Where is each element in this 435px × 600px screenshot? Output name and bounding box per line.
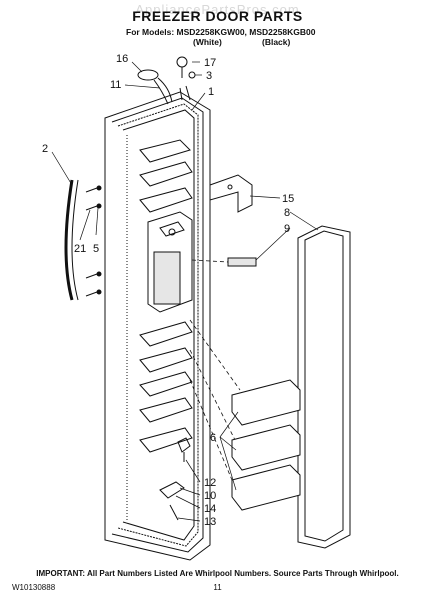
callout-10: 10 (204, 490, 216, 502)
variant-black-label: (Black) (262, 37, 291, 47)
callout-6: 6 (210, 432, 216, 444)
trim-strip (227, 257, 257, 267)
page-number: 11 (213, 583, 222, 592)
footer-note: IMPORTANT: All Part Numbers Listed Are W… (36, 569, 399, 578)
callout-5: 5 (93, 243, 99, 255)
callout-21: 21 (74, 243, 86, 255)
door-inner-shelves (139, 139, 193, 453)
hinge-parts (159, 437, 191, 521)
variant-white-label: (White) (193, 37, 222, 47)
door-gasket (297, 225, 351, 549)
callout-8: 8 (284, 207, 290, 219)
callout-13: 13 (204, 516, 216, 528)
callout-3: 3 (206, 70, 212, 82)
callout-16: 16 (116, 53, 128, 65)
door-frame (104, 91, 211, 561)
callout-9: 9 (284, 223, 290, 235)
callout-11: 11 (110, 79, 121, 91)
models-line: For Models: MSD2258KGW00, MSD2258KGB00 (126, 27, 316, 37)
callout-14: 14 (204, 503, 216, 515)
door-handle (64, 179, 102, 301)
callout-1: 1 (208, 86, 214, 98)
watermark: AppliancePartsPros.com (135, 2, 300, 17)
shelf-bins (231, 379, 301, 511)
diagram-title: FREEZER DOOR PARTS (132, 8, 303, 24)
callout-17: 17 (204, 57, 216, 69)
callout-15: 15 (282, 193, 294, 205)
callout-12: 12 (204, 477, 216, 489)
callout-2: 2 (42, 143, 48, 155)
bracket (209, 174, 253, 213)
dispenser-housing (147, 211, 193, 313)
document-number: W10130888 (12, 583, 56, 592)
